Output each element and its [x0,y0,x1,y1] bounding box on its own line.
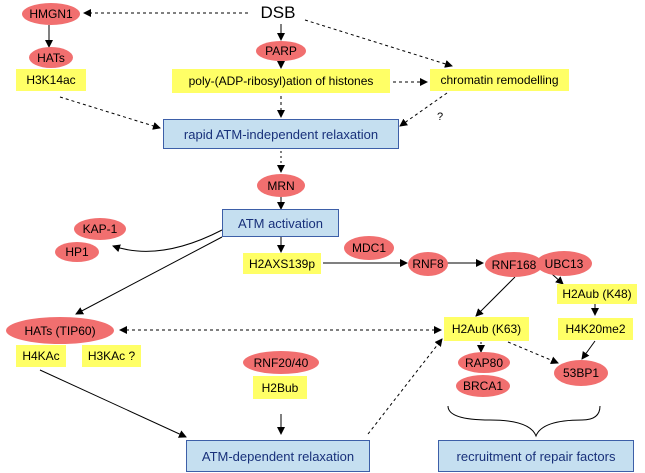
arrow-atm-activation-hp1 [112,229,223,253]
arrow-atm-dependent-h2aub-k63 [367,338,443,435]
rnf168-node: RNF168 [485,252,543,277]
rap80-node: RAP80 [458,352,510,373]
rnf20-40-node: RNF20/40 [243,351,319,374]
atm-activation-box: ATM activation [222,209,339,237]
hats-node: HATs [29,47,73,68]
chromatin-remodelling-box: chromatin remodelling [430,69,569,91]
arrow-dsb-chromatin-remodelling [304,19,453,68]
arrow-h4k20me2-53bp1 [581,340,596,360]
arrow-rnf168-h2aub-k63 [475,276,516,317]
h3kac-box: H3KAc ? [82,345,141,367]
mrn-node: MRN [257,174,305,197]
h4k20me2-box: H4K20me2 [558,318,633,340]
arrow-ubc13-h2aub-k48 [551,273,564,285]
mdc1-node: MDC1 [344,236,394,260]
hp1-node: HP1 [55,242,99,262]
h4kac-box: H4KAc [16,345,66,367]
rapid-relaxation-box: rapid ATM-independent relaxation [163,119,399,149]
arrow-h2aub-k63-53bp1 [507,341,559,364]
h3k14ac-box: H3K14ac [16,69,86,91]
arrow-h3k14ac-rapid-relaxation [59,96,161,130]
brca1-node: BRCA1 [456,375,510,397]
kap1-node: KAP-1 [74,218,126,240]
rnf8-node: RNF8 [408,252,448,276]
parp-node: PARP [256,41,306,61]
ubc13-node: UBC13 [536,251,592,276]
dsb-label: DSB [260,3,296,22]
hats-tip60-node: HATs (TIP60) [6,317,114,344]
recruitment-brace [447,405,601,438]
h2aub-k63-box: H2Aub (K63) [444,317,529,341]
atm-dependent-relaxation-box: ATM-dependent relaxation [186,440,370,472]
arrow-atm-activation-hats-tip60 [75,236,223,315]
arrow-hats-tip60-atm-dependent [39,369,187,438]
h2axs139p-box: H2AXS139p [243,253,321,274]
h2aub-k48-box: H2Aub (K48) [557,284,637,304]
question-mark: ? [436,111,444,123]
hmgn1-node: HMGN1 [22,3,80,25]
recruitment-of-repair-factors-box: recruitment of repair factors [438,440,634,472]
h2bub-box: H2Bub [253,376,307,399]
53bp1-node: 53BP1 [554,360,608,386]
poly-adp-ribosylation-box: poly-(ADP-ribosyl)ation of histones [172,69,390,93]
